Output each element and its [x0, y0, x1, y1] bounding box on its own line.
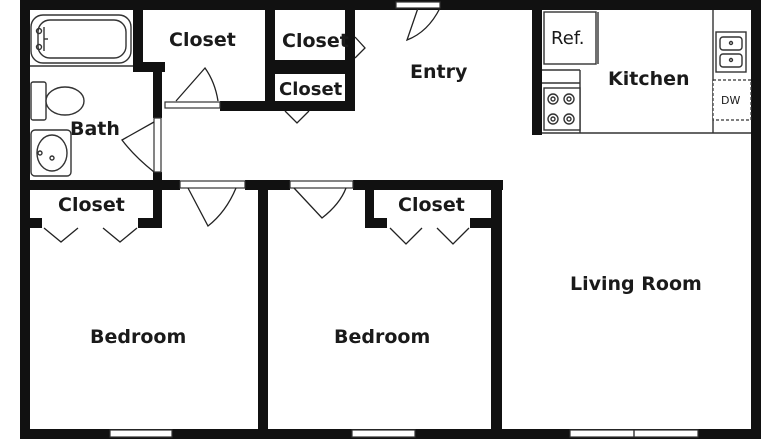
entry-label: Entry [410, 61, 468, 83]
dishwasher [712, 79, 752, 121]
kitchen-sink-icon [715, 31, 747, 73]
closet-bath-label: Closet [169, 29, 236, 51]
refrigerator [543, 11, 599, 65]
windows [109, 429, 699, 438]
bathtub-icon [30, 14, 132, 64]
stove-icon [543, 87, 581, 131]
closet-top-mid-label: Closet [282, 30, 349, 52]
closet-bed2-label: Closet [398, 194, 465, 216]
kitchen-label: Kitchen [608, 68, 690, 90]
refrigerator-label: Ref. [551, 28, 585, 49]
dishwasher-label: DW [721, 94, 740, 107]
bedroom2-label: Bedroom [334, 326, 430, 348]
living-room-label: Living Room [570, 273, 702, 295]
bath-label: Bath [70, 118, 120, 140]
bedroom1-label: Bedroom [90, 326, 186, 348]
doors [43, 1, 470, 245]
bath-sink-icon [30, 129, 72, 177]
closet-small-label: Closet [279, 79, 343, 100]
closet-bed1-label: Closet [58, 194, 125, 216]
interior-walls [20, 8, 542, 439]
toilet-icon [30, 81, 85, 121]
